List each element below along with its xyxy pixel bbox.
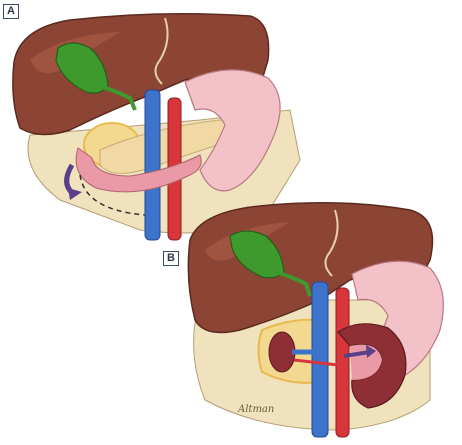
panel-a-arrow-head bbox=[68, 188, 82, 200]
panel-b-aorta bbox=[335, 287, 350, 438]
panel-b-falciform-ligament bbox=[324, 209, 339, 277]
panel-a-duodenum bbox=[75, 147, 202, 193]
panel-label-a: A bbox=[3, 4, 19, 19]
panel-label-b: B bbox=[163, 251, 179, 266]
panel-b-right-kidney bbox=[268, 331, 296, 373]
panel-b-vena-cava bbox=[311, 281, 329, 438]
panel-b-renal-artery bbox=[293, 358, 339, 367]
panel-a-stomach bbox=[184, 69, 281, 192]
panel-b-arrow-head bbox=[366, 345, 376, 358]
panel-b-bile-duct bbox=[275, 270, 312, 297]
panel-b-rotation-arrow bbox=[343, 350, 371, 358]
artist-signature: Altman bbox=[237, 404, 274, 415]
panel-b-illustration bbox=[187, 202, 444, 438]
panel-a-vena-cava bbox=[144, 89, 161, 241]
panel-a-gallbladder bbox=[55, 42, 109, 94]
panel-b-gallbladder bbox=[229, 230, 285, 279]
panel-a-bile-duct bbox=[99, 84, 137, 111]
panel-a-illustration bbox=[12, 13, 301, 241]
panel-a-falciform-ligament bbox=[154, 17, 169, 85]
